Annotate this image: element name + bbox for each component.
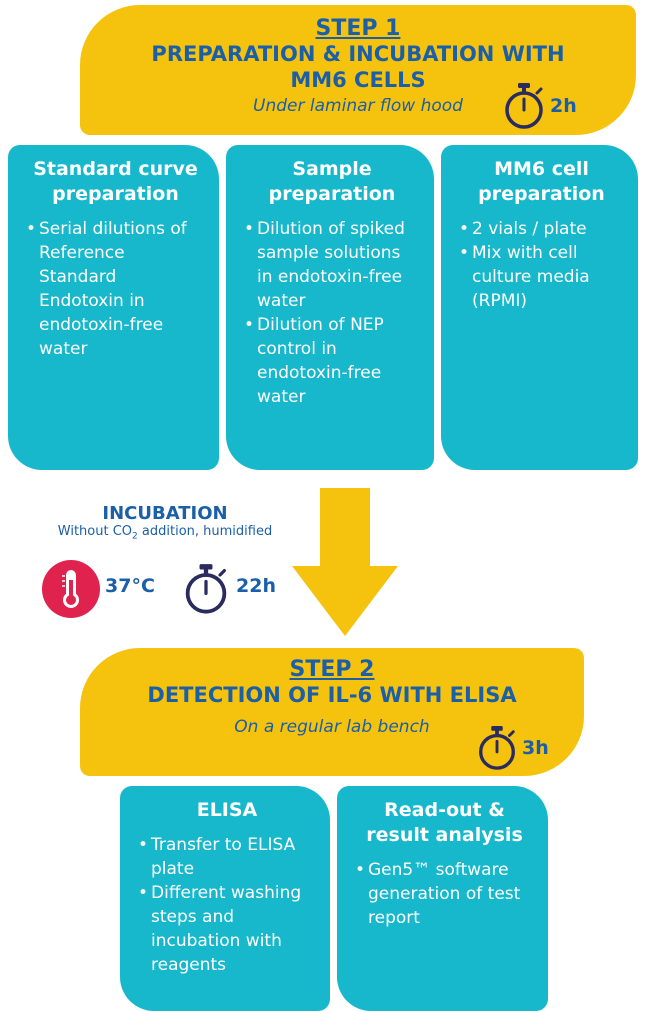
list-item: Transfer to ELISA plate <box>138 833 316 881</box>
incubation-conditions-suffix: addition, humidified <box>137 524 273 539</box>
step1-banner: STEP 1 PREPARATION & INCUBATION WITH MM6… <box>80 5 636 135</box>
thermometer-icon <box>42 560 100 618</box>
step1-number: STEP 1 <box>315 16 401 41</box>
step2-duration: 3h <box>522 737 549 759</box>
list-item: Dilution of spiked sample solutions in e… <box>244 217 420 313</box>
incubation-duration: 22h <box>236 575 276 597</box>
list-item: Mix with cell culture media (RPMI) <box>459 241 624 313</box>
step2-banner: STEP 2 DETECTION OF IL-6 WITH ELISA On a… <box>80 648 584 776</box>
step1-duration: 2h <box>550 95 577 117</box>
down-arrow-icon <box>292 488 398 636</box>
card-title: MM6 cell preparation <box>478 158 605 205</box>
step1-timer: 2h <box>500 81 577 131</box>
card-elisa: ELISA Transfer to ELISA plate Different … <box>120 786 330 1011</box>
incubation-conditions-prefix: Without CO <box>57 524 133 539</box>
card-title: Sample preparation <box>268 158 396 205</box>
card-readout-analysis: Read-out & result analysis Gen5™ softwar… <box>337 786 548 1011</box>
card-list: 2 vials / plate Mix with cell culture me… <box>459 217 624 313</box>
list-item: 2 vials / plate <box>459 217 624 241</box>
card-list: Serial dilutions of Reference Standard E… <box>26 217 205 361</box>
stopwatch-icon <box>185 564 227 614</box>
card-title: Standard curve preparation <box>33 158 198 205</box>
step2-subtitle: On a regular lab bench <box>234 717 430 737</box>
step2-number: STEP 2 <box>289 657 375 682</box>
step1-title-line2: MM6 CELLS <box>290 68 426 92</box>
step2-timer: 3h <box>474 724 549 772</box>
card-list: Dilution of spiked sample solutions in e… <box>244 217 420 409</box>
card-title: ELISA <box>196 799 258 821</box>
stopwatch-icon <box>505 83 543 129</box>
step1-title-line1: PREPARATION & INCUBATION WITH <box>151 42 565 66</box>
card-list: Gen5™ software generation of test report <box>355 858 534 930</box>
card-title: Read-out & result analysis <box>366 799 523 846</box>
list-item: Gen5™ software generation of test report <box>355 858 534 930</box>
list-item: Different washing steps and incubation w… <box>138 881 316 977</box>
card-mm6-cell-preparation: MM6 cell preparation 2 vials / plate Mix… <box>441 145 638 470</box>
card-sample-preparation: Sample preparation Dilution of spiked sa… <box>226 145 434 470</box>
incubation-conditions: Without CO2 addition, humidified <box>30 524 300 542</box>
incubation-title: INCUBATION <box>102 503 228 524</box>
incubation-block: INCUBATION Without CO2 addition, humidif… <box>30 503 300 542</box>
incubation-temperature: 37°C <box>105 575 155 597</box>
card-list: Transfer to ELISA plate Different washin… <box>138 833 316 977</box>
step2-title: DETECTION OF IL-6 WITH ELISA <box>147 683 517 707</box>
list-item: Dilution of NEP control in endotoxin-fre… <box>244 313 420 409</box>
step1-subtitle: Under laminar flow hood <box>253 96 463 116</box>
list-item: Serial dilutions of Reference Standard E… <box>26 217 205 361</box>
incubation-conditions-subscript: 2 <box>132 531 138 542</box>
card-standard-curve: Standard curve preparation Serial diluti… <box>8 145 219 470</box>
stopwatch-icon <box>479 725 515 770</box>
